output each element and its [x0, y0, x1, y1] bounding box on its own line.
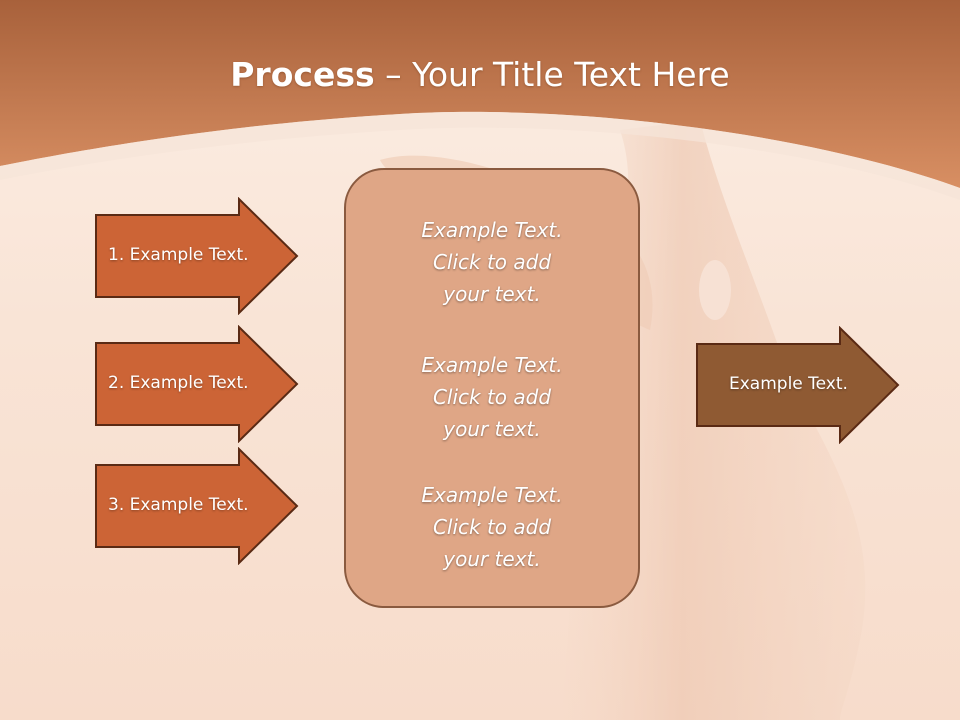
block-line: Example Text.: [421, 218, 563, 242]
output-label: Example Text.: [729, 374, 848, 394]
center-text-block-1: Example Text. Click to add your text.: [346, 214, 638, 310]
output-arrow[interactable]: Example Text.: [695, 326, 901, 444]
step-label-1: 1. Example Text.: [108, 245, 249, 265]
block-line: Click to add: [432, 385, 552, 409]
step-arrow-1[interactable]: 1. Example Text.: [94, 197, 300, 315]
block-line: Click to add: [432, 515, 552, 539]
block-line: your text.: [443, 417, 541, 441]
page-title: Process – Your Title Text Here: [0, 52, 960, 98]
arrow-shape: [696, 326, 900, 444]
step-label-3: 3. Example Text.: [108, 495, 249, 515]
arrow-shape: [95, 197, 299, 315]
block-line: your text.: [443, 282, 541, 306]
block-line: Click to add: [432, 250, 552, 274]
center-text-block-3: Example Text. Click to add your text.: [346, 479, 638, 575]
arrow-shape: [95, 325, 299, 443]
block-line: Example Text.: [421, 483, 563, 507]
center-text-block-2: Example Text. Click to add your text.: [346, 349, 638, 445]
arrow-shape: [95, 447, 299, 565]
step-arrow-3[interactable]: 3. Example Text.: [94, 447, 300, 565]
step-label-2: 2. Example Text.: [108, 373, 249, 393]
center-text-box[interactable]: Example Text. Click to add your text. Ex…: [344, 168, 640, 608]
step-arrow-2[interactable]: 2. Example Text.: [94, 325, 300, 443]
title-rest: – Your Title Text Here: [374, 55, 730, 94]
title-bold: Process: [230, 55, 375, 94]
block-line: your text.: [443, 547, 541, 571]
block-line: Example Text.: [421, 353, 563, 377]
